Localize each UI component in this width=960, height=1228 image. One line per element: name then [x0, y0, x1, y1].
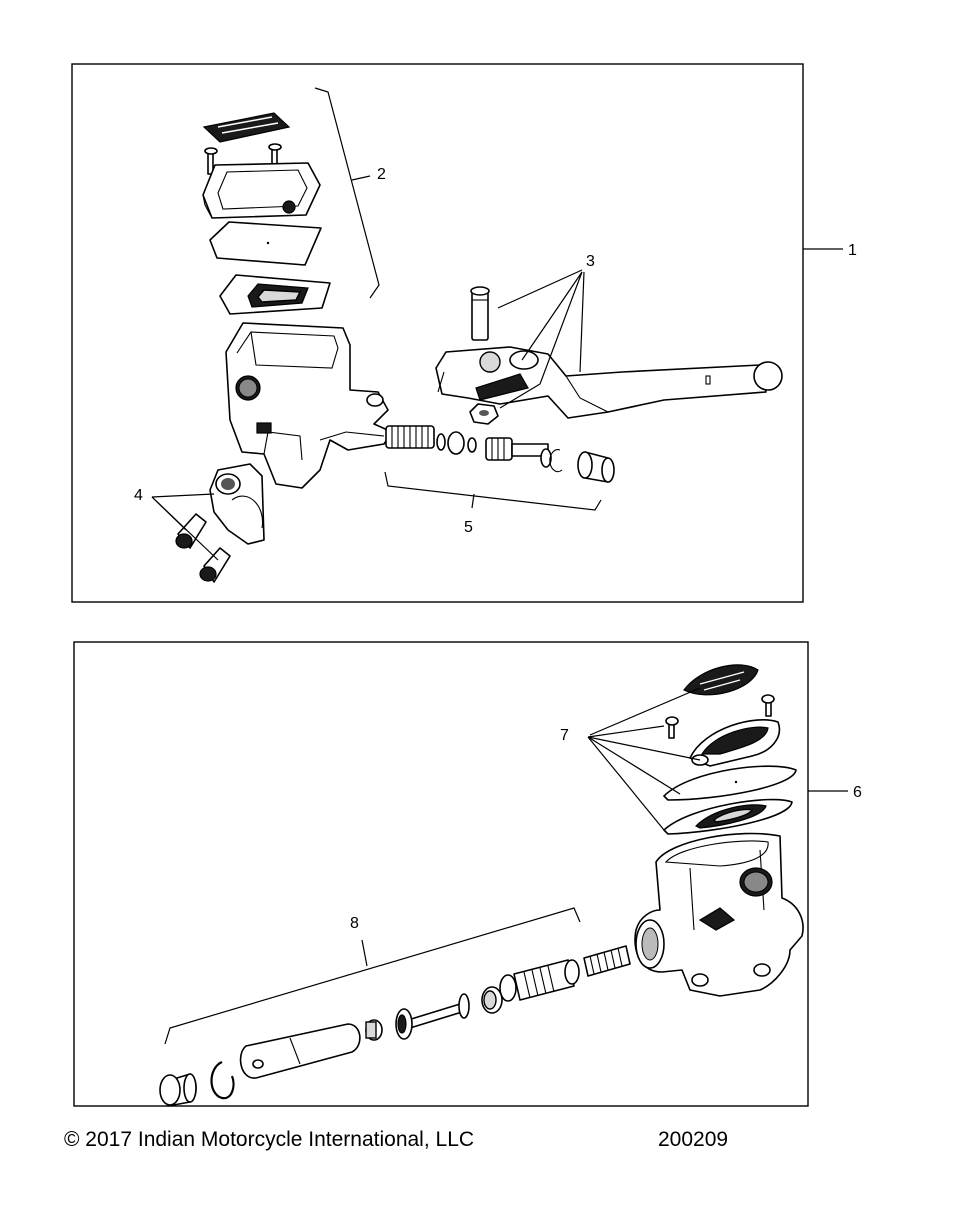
brake-spring	[583, 945, 631, 977]
clutch-spring	[385, 425, 435, 449]
clutch-boot	[577, 451, 615, 483]
callout-3-leaders	[497, 269, 585, 409]
callout-8-bracket	[164, 907, 581, 1045]
rubber-diaphragm	[219, 274, 331, 315]
cover-screw-left	[204, 147, 218, 175]
lower-panel: 6	[73, 641, 862, 1107]
callout-1-label: 1	[848, 242, 857, 259]
brake-clevis	[239, 1023, 361, 1079]
brake-diaphragm-plate	[663, 765, 797, 801]
copyright-notice: © 2017 Indian Motorcycle International, …	[64, 1128, 475, 1151]
handlebar-clamp	[209, 463, 265, 545]
upper-panel-frame	[71, 63, 804, 603]
lever-nut	[469, 403, 499, 425]
reservoir-cover	[202, 162, 321, 219]
callout-2-bracket	[314, 87, 380, 299]
brake-piston	[499, 959, 580, 1002]
diaphragm-plate	[209, 221, 322, 266]
callout-8-label: 8	[350, 915, 359, 932]
emblem-badge	[202, 112, 291, 143]
brake-push-rod	[365, 993, 470, 1041]
brake-reservoir-cover	[689, 718, 781, 767]
callout-7-label: 7	[560, 727, 569, 744]
brake-cover-screw-left	[665, 716, 679, 739]
callout-5-bracket	[384, 471, 602, 511]
callout-7-leaders	[587, 687, 701, 831]
brake-cover-screw-right	[761, 694, 775, 717]
clutch-master-cylinder-body	[225, 322, 393, 489]
clutch-piston-kit	[436, 431, 563, 473]
brake-circlip	[210, 1060, 235, 1100]
callout-5-leader	[471, 493, 475, 509]
callout-4-leaders	[151, 493, 219, 561]
callout-2-label: 2	[377, 166, 386, 183]
lower-panel-frame	[73, 641, 809, 1107]
upper-panel: 1 2	[71, 63, 857, 603]
callout-4-label: 4	[134, 487, 143, 504]
cover-screw-right	[268, 143, 282, 169]
brake-emblem-badge	[683, 664, 759, 696]
callout-8-leader	[361, 939, 368, 967]
lever-pivot-bolt	[470, 286, 490, 341]
callout-5-label: 5	[464, 519, 473, 536]
brake-master-cylinder-body	[634, 832, 804, 997]
clamp-screw-lower	[199, 547, 231, 583]
callout-6-label: 6	[853, 784, 862, 801]
document-number: 200209	[658, 1128, 729, 1151]
callout-2-leader	[351, 175, 371, 181]
brake-boot	[159, 1073, 197, 1107]
brake-rubber-diaphragm	[663, 798, 793, 835]
clamp-screw-upper	[175, 513, 207, 549]
brake-seal	[481, 986, 503, 1014]
callout-3-label: 3	[586, 253, 595, 270]
